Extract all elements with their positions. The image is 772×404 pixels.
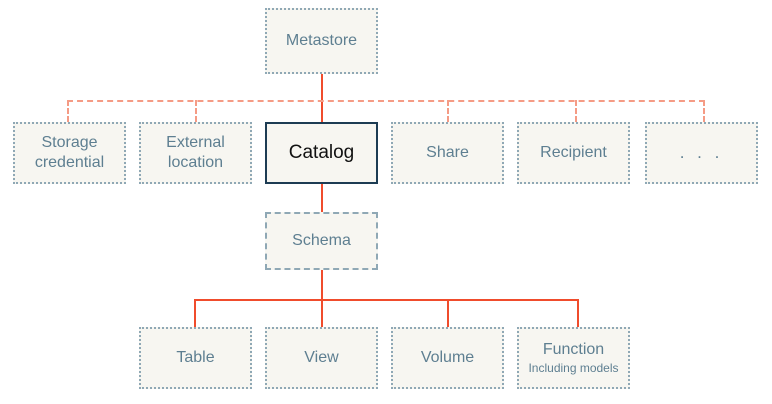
node-schema[interactable]: Schema	[265, 212, 378, 270]
ellipsis-icon: . . .	[679, 143, 724, 163]
connector-drop-share	[447, 100, 449, 122]
connector-drop-function	[577, 299, 579, 327]
node-external-location[interactable]: External location	[139, 122, 252, 184]
connector-catalog-to-schema	[321, 184, 323, 212]
node-share[interactable]: Share	[391, 122, 504, 184]
node-catalog[interactable]: Catalog	[265, 122, 378, 184]
connector-metastore-bus-horizontal	[67, 100, 705, 102]
connector-drop-table	[194, 299, 196, 327]
node-table[interactable]: Table	[139, 327, 252, 389]
node-volume[interactable]: Volume	[391, 327, 504, 389]
node-label: Storage credential	[34, 134, 105, 171]
node-storage-credential[interactable]: Storage credential	[13, 122, 126, 184]
connector-drop-storage-credential	[67, 100, 69, 122]
node-view[interactable]: View	[265, 327, 378, 389]
node-sublabel: Including models	[528, 361, 619, 376]
connector-schema-bus-horizontal	[194, 299, 578, 301]
connector-schema-to-bus	[321, 270, 323, 327]
connector-drop-view	[321, 299, 323, 327]
node-label: Share	[426, 144, 469, 161]
node-label: Schema	[292, 232, 351, 249]
node-label: Recipient	[540, 144, 607, 161]
connector-drop-more	[703, 100, 705, 122]
connector-drop-external-location	[195, 100, 197, 122]
node-metastore[interactable]: Metastore	[265, 8, 378, 74]
node-label: Catalog	[288, 142, 355, 164]
node-label: Volume	[420, 349, 475, 366]
node-label: Function	[542, 341, 605, 359]
node-label: Table	[176, 349, 215, 366]
connector-drop-recipient	[575, 100, 577, 122]
node-label: External location	[166, 134, 225, 171]
node-recipient[interactable]: Recipient	[517, 122, 630, 184]
connector-drop-volume	[447, 299, 449, 327]
node-label: Metastore	[285, 32, 358, 49]
node-more-ellipsis[interactable]: . . .	[645, 122, 758, 184]
node-label: View	[304, 349, 339, 366]
node-function[interactable]: Function Including models	[517, 327, 630, 389]
